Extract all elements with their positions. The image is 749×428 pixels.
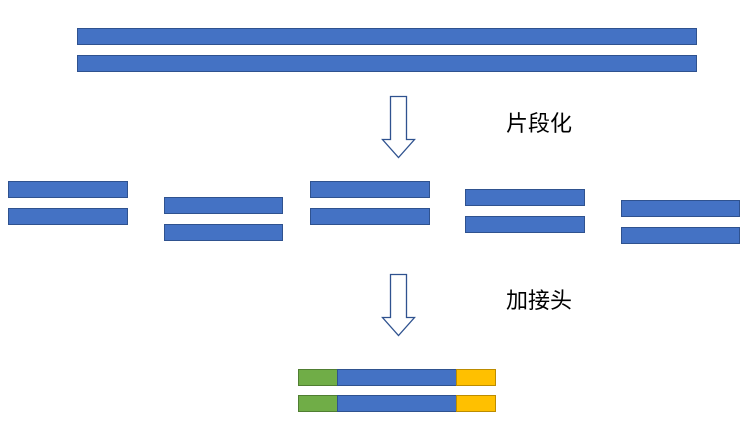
adapter-right (456, 395, 496, 412)
fragmented-dna (8, 181, 740, 244)
dna-strand-top (310, 181, 430, 198)
down-arrow-icon (381, 273, 416, 337)
dna-fragment (310, 181, 430, 225)
genomic-dna (77, 28, 697, 72)
step-label-fragmentation: 片段化 (506, 112, 573, 137)
down-arrow-icon (381, 95, 416, 159)
dna-fragment (621, 200, 740, 244)
adapter-left (298, 369, 338, 386)
dna-strand-top (8, 181, 128, 198)
dna-strand-top (621, 200, 740, 217)
dna-strand-bottom (77, 55, 697, 72)
dna-strand-top (164, 197, 283, 214)
dna-strand-bottom (164, 224, 283, 241)
dna-insert (337, 395, 457, 412)
dna-strand-bottom (621, 227, 740, 244)
adapter-right (456, 369, 496, 386)
adapter-ligated-fragment (298, 369, 496, 412)
dna-fragment (8, 181, 128, 225)
dna-fragment (465, 189, 585, 233)
ligated-strand-bottom (298, 395, 496, 412)
dna-fragment (164, 197, 283, 241)
adapter-left (298, 395, 338, 412)
ligated-strand-top (298, 369, 496, 386)
dna-insert (337, 369, 457, 386)
dna-strand-top (465, 189, 585, 206)
dna-strand-bottom (8, 208, 128, 225)
dna-strand-top (77, 28, 697, 45)
dna-strand-bottom (465, 216, 585, 233)
dna-strand-bottom (310, 208, 430, 225)
step-label-add-adapter: 加接头 (506, 289, 573, 314)
